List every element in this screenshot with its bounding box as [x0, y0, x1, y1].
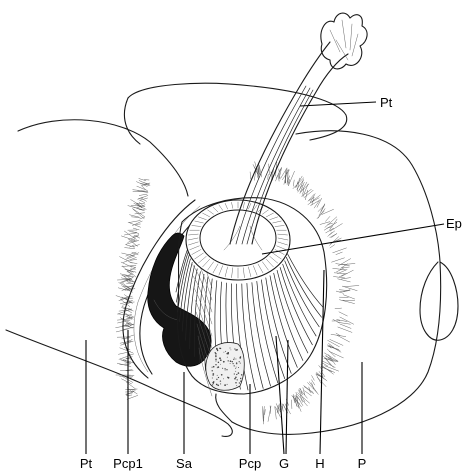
central-fold-outline — [124, 83, 346, 144]
label-pcp: Pcp — [239, 456, 261, 471]
label-pt-bottom: Pt — [80, 456, 93, 471]
label-pcp1: Pcp1 — [113, 456, 143, 471]
label-ep: Ep — [446, 216, 462, 231]
leader-pt-top — [300, 102, 376, 106]
label-pt-top: Pt — [380, 95, 393, 110]
left-lobe-outline — [6, 120, 232, 437]
label-sa: Sa — [176, 456, 193, 471]
leader-g2 — [286, 340, 288, 454]
label-h: H — [315, 456, 324, 471]
leader-lines — [86, 102, 444, 454]
hair-fringe-left — [116, 179, 150, 400]
ep-collar-ring — [186, 200, 290, 280]
leader-h — [320, 270, 324, 454]
label-g: G — [279, 456, 289, 471]
label-p: P — [358, 456, 367, 471]
leader-g1 — [276, 336, 284, 454]
